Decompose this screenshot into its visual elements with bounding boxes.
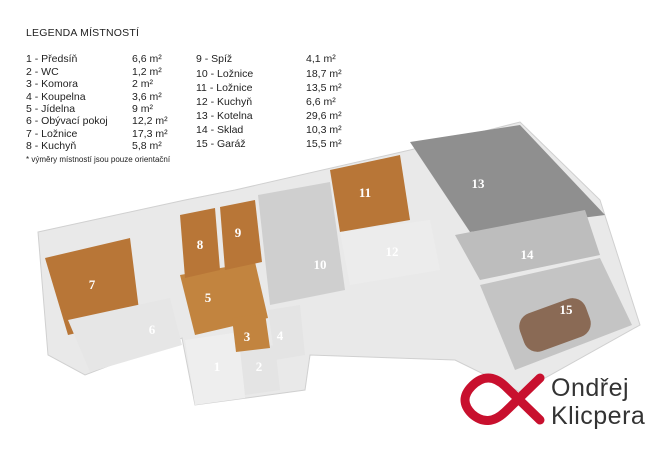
legend-room-area: 1,2 m² bbox=[132, 65, 162, 78]
logo-symbol bbox=[460, 373, 545, 425]
room-label-13: 13 bbox=[472, 176, 486, 191]
room-label-8: 8 bbox=[197, 237, 204, 252]
room-13-floor bbox=[410, 125, 605, 232]
room-12-floor bbox=[340, 220, 440, 285]
legend-room-area: 13,5 m² bbox=[306, 81, 342, 94]
legend-room-area: 15,5 m² bbox=[306, 138, 342, 151]
room-1-floor bbox=[185, 332, 245, 405]
logo-text: Ondřej Klicpera bbox=[551, 374, 645, 430]
room-label-2: 2 bbox=[256, 359, 263, 374]
legend-room-label: 3 - Komora bbox=[26, 78, 78, 91]
car bbox=[519, 298, 591, 352]
room-label-5: 5 bbox=[205, 290, 212, 305]
legend-room-label: 9 - Spíž bbox=[196, 53, 233, 66]
room-14-floor bbox=[455, 210, 600, 280]
legend-room-label: 11 - Ložnice bbox=[196, 81, 253, 94]
legend-room-area: 2 m² bbox=[132, 78, 153, 91]
legend-room-area: 4,1 m² bbox=[306, 53, 336, 66]
legend-room-area: 10,3 m² bbox=[306, 124, 342, 137]
legend-room-area: 6,6 m² bbox=[306, 95, 336, 108]
room-8-floor bbox=[180, 208, 220, 278]
legend-room-label: 5 - Jídelna bbox=[26, 103, 76, 116]
legend-room-label: 2 - WC bbox=[26, 65, 59, 78]
legend-room-area: 12,2 m² bbox=[132, 115, 168, 128]
legend-room-area: 3,6 m² bbox=[132, 90, 162, 103]
legend-room-label: 4 - Koupelna bbox=[26, 90, 86, 103]
legend-note: * výměry místností jsou pouze orientační bbox=[26, 154, 171, 164]
legend-room-label: 1 - Předsíň bbox=[26, 53, 78, 66]
room-label-12: 12 bbox=[386, 244, 399, 259]
legend-room-area: 17,3 m² bbox=[132, 127, 168, 140]
legend-room-label: 15 - Garáž bbox=[196, 138, 246, 151]
legend-room-label: 14 - Sklad bbox=[196, 124, 244, 137]
room-4-floor bbox=[268, 305, 305, 360]
room-11-floor bbox=[330, 155, 410, 232]
room-label-4: 4 bbox=[277, 328, 284, 343]
room-label-10: 10 bbox=[314, 257, 327, 272]
room-label-15: 15 bbox=[560, 302, 574, 317]
logo-line-1: Ondřej bbox=[551, 374, 630, 402]
legend-room-label: 10 - Ložnice bbox=[196, 67, 254, 80]
legend-room-area: 6,6 m² bbox=[132, 53, 162, 66]
room-label-3: 3 bbox=[244, 329, 251, 344]
legend-room-label: 6 - Obývací pokoj bbox=[26, 115, 108, 128]
room-label-9: 9 bbox=[235, 225, 242, 240]
room-2-floor bbox=[240, 345, 280, 395]
room-label-14: 14 bbox=[521, 247, 535, 262]
room-6-floor bbox=[68, 298, 182, 372]
room-label-11: 11 bbox=[359, 185, 371, 200]
room-legend: LEGENDA MÍSTNOSTÍ 1 - Předsíň 6,6 m² 2 - W… bbox=[26, 27, 366, 166]
legend-room-area: 29,6 m² bbox=[306, 110, 342, 123]
room-label-7: 7 bbox=[89, 277, 96, 292]
legend-room-area: 5,8 m² bbox=[132, 140, 162, 153]
legend-title: LEGENDA MÍSTNOSTÍ bbox=[26, 27, 140, 39]
legend-room-label: 7 - Ložnice bbox=[26, 127, 78, 140]
room-label-6: 6 bbox=[149, 322, 156, 337]
room-3-floor bbox=[232, 313, 270, 352]
legend-room-area: 18,7 m² bbox=[306, 67, 342, 80]
legend-room-label: 8 - Kuchyň bbox=[26, 140, 77, 153]
logo-line-2: Klicpera bbox=[551, 402, 646, 430]
legend-room-label: 13 - Kotelna bbox=[196, 110, 253, 123]
room-9-floor bbox=[220, 200, 262, 270]
legend-room-label: 12 - Kuchyň bbox=[196, 95, 253, 108]
room-10-floor bbox=[258, 182, 345, 305]
room-label-1: 1 bbox=[214, 359, 221, 374]
legend-room-area: 9 m² bbox=[132, 103, 153, 116]
